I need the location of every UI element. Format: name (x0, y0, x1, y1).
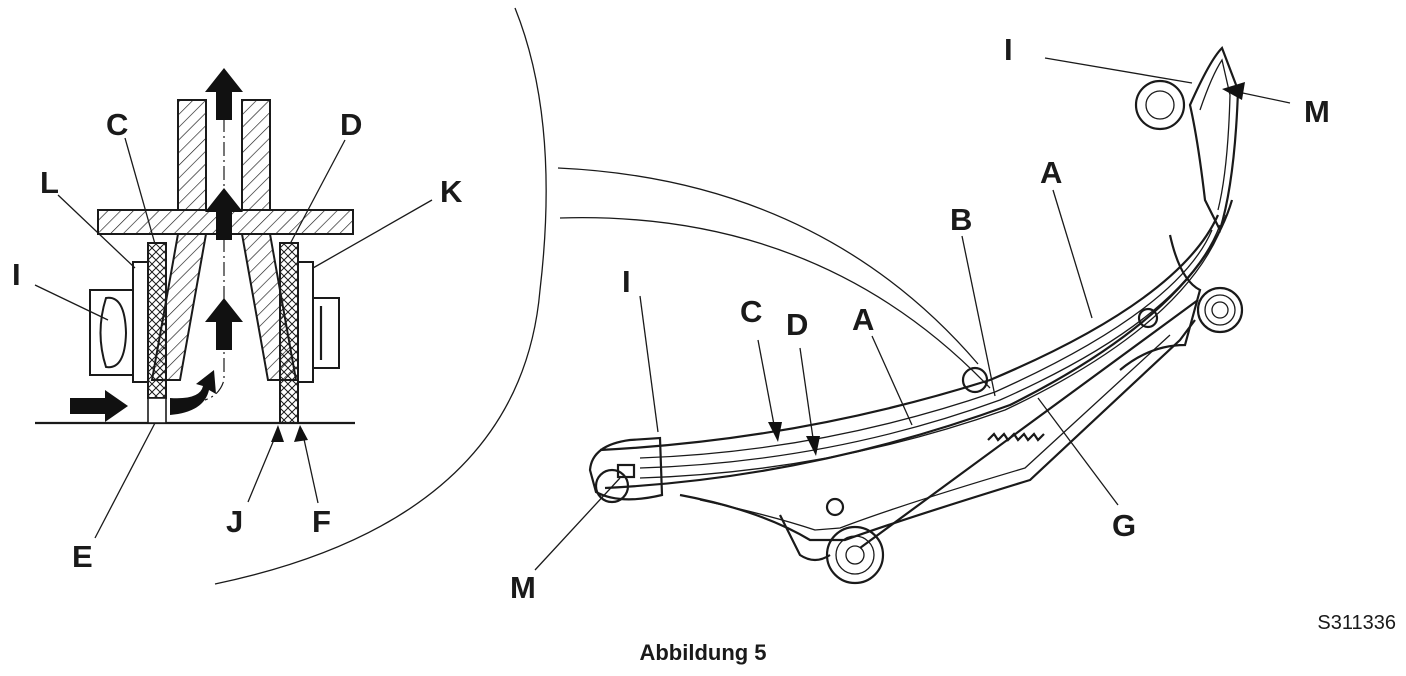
bolt-right (1137, 307, 1159, 329)
tube-left-wall (177, 99, 207, 211)
leader-C-right (757, 339, 776, 431)
flow-centerline (204, 70, 225, 401)
spring-G (987, 432, 1045, 442)
wheel-bottom (825, 525, 885, 585)
flow-arrow-curved (170, 370, 216, 415)
upper-plate-inner (1199, 58, 1231, 211)
assembly-view: I M A B I C D A G M (510, 32, 1330, 605)
label-A-upper: A (1040, 155, 1062, 190)
leader-A-lower (871, 335, 913, 426)
handle-left-grip (99, 296, 128, 369)
leader-C-left (124, 137, 156, 245)
left-end-slot (616, 463, 636, 479)
label-C-right: C (740, 294, 762, 329)
leader-E (94, 422, 156, 539)
frame-diagonal (859, 299, 1199, 549)
rail-groove-2 (639, 224, 1221, 469)
rail-groove-1 (639, 229, 1213, 459)
leader-F (301, 429, 319, 504)
leader-G (1037, 397, 1119, 506)
flow-arrow-inlet (70, 390, 128, 422)
label-M-bottom: M (510, 570, 536, 605)
tube-right-wall (241, 99, 271, 211)
leader-K (312, 199, 433, 269)
flow-arrow-lower (205, 298, 243, 350)
label-A-lower: A (852, 302, 874, 337)
leader-M-top (1237, 91, 1291, 104)
filter-pad-right (279, 242, 299, 424)
label-F: F (312, 504, 331, 539)
leader-I-left-right (639, 295, 659, 433)
wheel-right (1196, 286, 1244, 334)
flow-arrow-middle (205, 188, 243, 240)
bolt-lower (825, 497, 845, 517)
cross-section-view: C D L K I E J F (12, 7, 547, 585)
arrowhead-F (294, 425, 308, 442)
label-L: L (40, 165, 59, 200)
frame-right-bracket (1119, 234, 1202, 371)
rail-outer-edge (599, 214, 1220, 452)
label-I-right: I (622, 264, 631, 299)
label-G: G (1112, 508, 1136, 543)
label-I-top: I (1004, 32, 1013, 67)
leader-D-right (799, 347, 815, 446)
leader-L (57, 194, 136, 269)
label-D-left: D (340, 107, 362, 142)
leader-I-left (34, 284, 109, 321)
housing-right (297, 261, 314, 383)
rail-groove-3 (639, 214, 1227, 479)
figure-caption: Abbildung 5 (639, 640, 767, 665)
flow-arrow-top (205, 68, 243, 120)
filter-pad-left (147, 242, 167, 399)
label-B: B (950, 202, 972, 237)
detail-boundary-arc (214, 7, 547, 585)
leader-M-bottom (534, 477, 621, 571)
label-I-left: I (12, 257, 21, 292)
pad-gap-E (147, 397, 167, 424)
wheel-left-end (594, 468, 630, 504)
handle-right-frame (312, 297, 340, 369)
arrowhead-C-right (768, 422, 782, 442)
housing-left (132, 261, 149, 383)
left-end-cap (588, 436, 664, 501)
leader-B (961, 235, 996, 397)
upper-plate (1188, 46, 1240, 233)
label-E: E (72, 539, 93, 574)
label-D-right: D (786, 307, 808, 342)
arrowhead-D-right (806, 436, 820, 456)
label-C-left: C (106, 107, 128, 142)
frame-strut-lower-inner (699, 334, 1171, 531)
callout-line-lower (559, 217, 991, 389)
leader-I-top (1044, 57, 1193, 84)
wheel-top-left (1134, 79, 1186, 131)
arrowhead-J (271, 425, 284, 442)
label-J: J (226, 504, 243, 539)
leader-D-left (289, 139, 346, 245)
label-K: K (440, 174, 463, 209)
arrowhead-M-top (1222, 82, 1245, 100)
label-M-top: M (1304, 94, 1330, 129)
fitting-B (961, 366, 989, 394)
callout-line-upper (557, 167, 979, 365)
figure-code: S311336 (1317, 612, 1396, 634)
leader-A-upper (1052, 189, 1093, 319)
